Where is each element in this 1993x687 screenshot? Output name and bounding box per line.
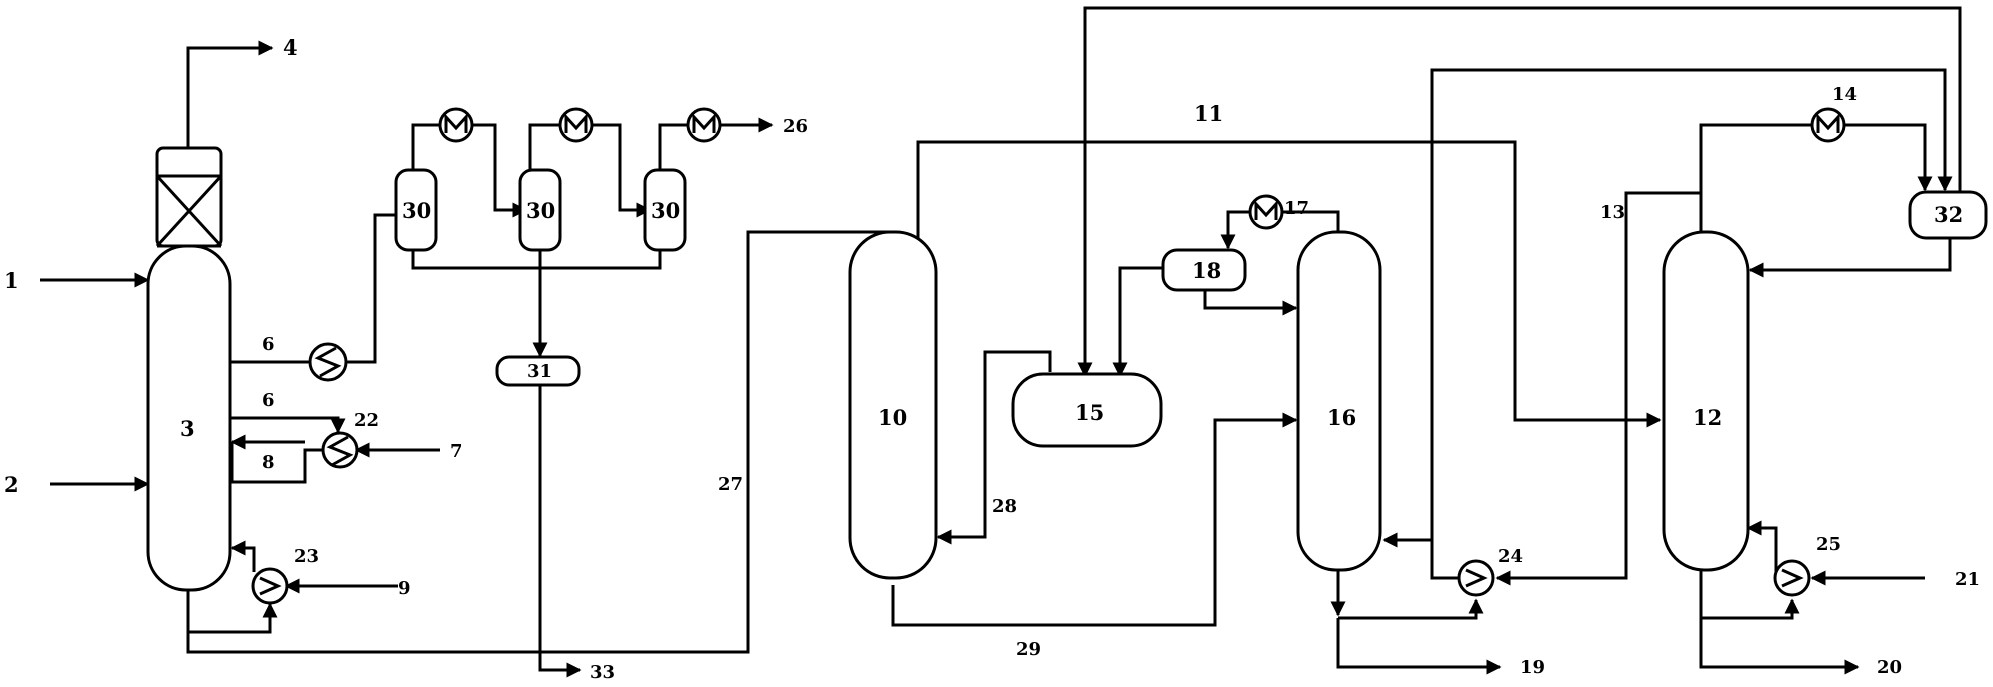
label-13: 13 <box>1600 202 1625 223</box>
stream-11-pipe <box>916 140 1662 428</box>
label-1: 1 <box>4 268 19 293</box>
drum18-to-15-pipe <box>1112 266 1180 378</box>
column-3-packed-section <box>155 146 223 248</box>
tank-15 <box>1011 372 1163 448</box>
reboiler-23-chevron-icon <box>259 576 282 596</box>
product-20-pipe <box>1699 618 1860 675</box>
product-19-pipe <box>1336 618 1502 675</box>
reb24-to-32-pipe <box>1430 68 1953 580</box>
column-3 <box>146 244 232 592</box>
compressor-first-m-icon <box>444 113 468 133</box>
stream-6b-pipe <box>228 416 346 434</box>
drum2-vapor-pipe <box>528 123 560 170</box>
reb23-return-pipe <box>230 540 256 572</box>
column-16 <box>1296 230 1382 572</box>
bottoms-to-reb24-pipe <box>1338 598 1484 620</box>
label-11: 11 <box>1194 101 1223 126</box>
label-28: 28 <box>992 496 1017 517</box>
condenser-14-m-icon <box>1816 113 1840 133</box>
label-10: 10 <box>878 405 907 430</box>
label-24: 24 <box>1498 546 1523 567</box>
reboiler-25 <box>1773 559 1811 597</box>
exchanger-22-zigzag-icon <box>326 435 354 467</box>
col12-to-reb25-pipe <box>1699 558 1800 620</box>
drum-18 <box>1161 248 1247 292</box>
label-29: 29 <box>1016 639 1041 660</box>
label-18: 18 <box>1192 258 1221 283</box>
label-30-first: 30 <box>402 198 431 223</box>
packing-cross-b <box>155 174 223 248</box>
col12-overhead-pipe <box>1699 123 1812 232</box>
label-17: 17 <box>1284 198 1309 219</box>
label-3: 3 <box>180 416 195 441</box>
label-26: 26 <box>783 116 808 137</box>
label-27: 27 <box>718 474 743 495</box>
reboiler-24 <box>1457 559 1495 597</box>
label-30-second: 30 <box>526 198 555 223</box>
label-23: 23 <box>294 546 319 567</box>
cooler-zigzag-icon <box>314 346 342 378</box>
label-2: 2 <box>4 472 19 497</box>
bottoms-to-reb23-pipe <box>186 588 278 634</box>
labels: 1 2 3 4 6 6 7 8 9 10 11 12 13 14 15 16 1… <box>4 35 1980 683</box>
condenser14-to-32-pipe <box>1844 123 1933 192</box>
drum1-vapor-pipe <box>411 123 440 170</box>
label-7: 7 <box>450 441 463 462</box>
label-25: 25 <box>1816 534 1841 555</box>
drum-30-third <box>643 168 687 252</box>
label-16: 16 <box>1327 405 1356 430</box>
label-19: 19 <box>1520 657 1545 678</box>
reboiler-25-chevron-icon <box>1781 568 1804 588</box>
recycle-32-to-15-pipe <box>1077 6 1962 378</box>
label-4: 4 <box>283 35 298 60</box>
stream-33-pipe <box>538 383 582 678</box>
drum3-feed-pipe <box>592 123 652 218</box>
drum-liquid-header <box>411 250 662 270</box>
label-33: 33 <box>590 662 615 683</box>
drum18-reflux-pipe <box>1203 288 1298 316</box>
stream-29-pipe <box>891 412 1298 627</box>
drum32-reflux-pipe <box>1748 238 1952 278</box>
label-20: 20 <box>1877 657 1902 678</box>
column-10 <box>848 230 938 580</box>
label-6-upper: 6 <box>262 334 275 355</box>
column-12 <box>1662 230 1750 572</box>
overhead-4-pipe <box>186 40 274 148</box>
drum3-vapor-pipe <box>658 123 688 170</box>
drum-30-first <box>394 168 438 252</box>
label-31: 31 <box>527 361 552 382</box>
label-21: 21 <box>1955 569 1980 590</box>
label-15: 15 <box>1075 400 1104 425</box>
label-22: 22 <box>354 410 379 431</box>
exchanger22-outlet-pipe <box>230 442 325 484</box>
drum-32 <box>1908 190 1988 240</box>
vessel-31 <box>495 355 581 387</box>
condenser17-to-drum18-pipe <box>1220 210 1250 250</box>
label-30-third: 30 <box>651 198 680 223</box>
col16-overhead-pipe <box>1282 210 1340 232</box>
cooler-to-drum-pipe <box>346 207 410 364</box>
reboiler-23 <box>251 567 289 605</box>
compressor-third-m-icon <box>692 113 716 133</box>
stream-13-pipe <box>1495 191 1701 586</box>
equipment <box>146 107 1988 605</box>
reb25-return-pipe <box>1746 520 1778 578</box>
label-32: 32 <box>1934 202 1963 227</box>
label-12: 12 <box>1693 405 1722 430</box>
drum-30-second <box>518 168 562 252</box>
reboiler-24-chevron-icon <box>1465 568 1488 588</box>
condenser-17-m-icon <box>1254 200 1278 220</box>
label-14: 14 <box>1832 84 1857 105</box>
label-9: 9 <box>398 578 411 599</box>
drum2-feed-pipe <box>472 123 528 218</box>
stream-28-pipe <box>936 350 1052 545</box>
label-8: 8 <box>262 452 275 473</box>
compressor-second-m-icon <box>564 113 588 133</box>
label-6-lower: 6 <box>262 390 275 411</box>
